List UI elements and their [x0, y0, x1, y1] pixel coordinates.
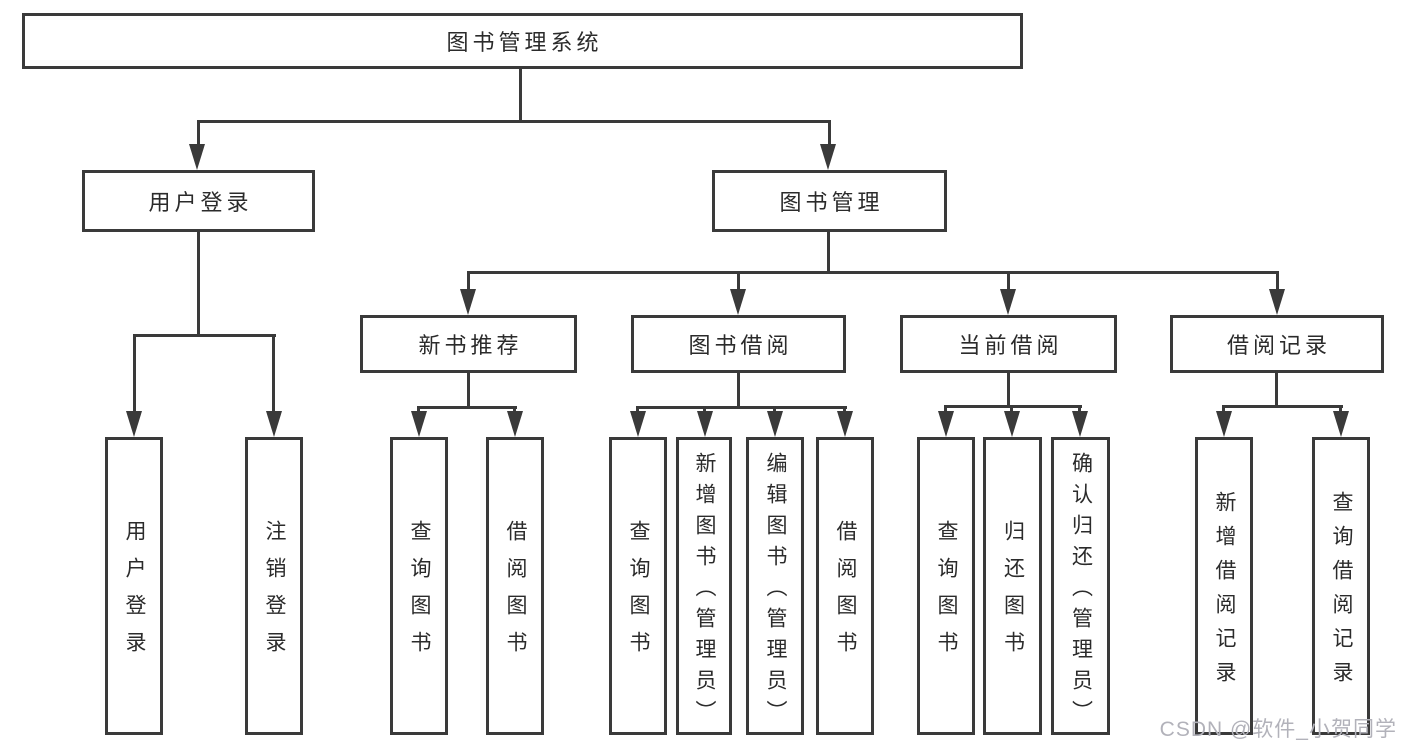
leaf-borrow-books-borrow-label: 借阅图书 — [834, 520, 857, 668]
edge-mgmt-drop-3 — [1007, 271, 1010, 291]
leaf-user-login: 用户登录 — [105, 437, 163, 735]
edge-root-stub — [519, 69, 522, 122]
node-borrow-records: 借阅记录 — [1170, 315, 1384, 373]
node-current-borrow: 当前借阅 — [900, 315, 1117, 373]
edge-current-drop-3 — [1078, 405, 1081, 413]
edge-current-drop-2 — [1010, 405, 1013, 413]
leaf-query-books-current-label: 查询图书 — [935, 520, 958, 668]
node-current-borrow-label: 当前借阅 — [958, 333, 1063, 358]
edge-borrow-rail — [636, 406, 847, 409]
arrowhead-borrow-leaf-3 — [767, 411, 783, 437]
leaf-query-books-borrow-label: 查询图书 — [627, 520, 650, 668]
arrowhead-current-leaf-3 — [1072, 411, 1088, 437]
edge-mgmt-stub — [827, 232, 830, 273]
edge-login-stub — [197, 232, 200, 336]
node-book-borrow: 图书借阅 — [631, 315, 846, 373]
leaf-query-borrow-record: 查询借阅记录 — [1312, 437, 1370, 735]
arrowhead-records-leaf-1 — [1216, 411, 1232, 437]
edge-mgmt-rail — [467, 271, 1279, 274]
edge-root-rail — [197, 120, 831, 123]
leaf-return-book: 归还图书 — [983, 437, 1042, 735]
arrowhead-borrow-leaf-4 — [837, 411, 853, 437]
edge-mgmt-drop-2 — [737, 271, 740, 291]
edge-current-stub — [1007, 373, 1010, 407]
edge-borrow-stub — [737, 373, 740, 408]
arrowhead-to-leaf-logout — [266, 411, 282, 437]
arrowhead-to-current-borrow — [1000, 289, 1016, 315]
edge-current-drop-1 — [944, 405, 947, 413]
arrowhead-borrow-leaf-1 — [630, 411, 646, 437]
edge-newbook-rail — [417, 406, 517, 409]
leaf-user-login-label: 用户登录 — [123, 520, 146, 668]
arrowhead-to-new-book — [460, 289, 476, 315]
node-book-management-label: 图书管理 — [779, 190, 884, 215]
csdn-watermark: CSDN @软件_小贺同学 — [1159, 718, 1397, 741]
edge-borrow-drop-2 — [703, 406, 706, 413]
node-user-login: 用户登录 — [82, 170, 315, 232]
edge-records-drop-2 — [1339, 405, 1342, 413]
leaf-confirm-return-admin: 确认归还（管理员） — [1051, 437, 1110, 735]
edge-mgmt-drop-4 — [1276, 271, 1279, 291]
node-book-borrow-label: 图书借阅 — [688, 333, 793, 358]
leaf-confirm-return-admin-label: 确认归还（管理员） — [1069, 451, 1093, 731]
arrowhead-borrow-leaf-2 — [697, 411, 713, 437]
leaf-return-book-label: 归还图书 — [1001, 520, 1025, 668]
edge-login-drop-1 — [133, 334, 136, 411]
edge-newbook-drop-2 — [513, 406, 516, 413]
edge-borrow-drop-3 — [773, 406, 776, 413]
leaf-borrow-books-borrow: 借阅图书 — [816, 437, 874, 735]
edge-current-rail — [944, 405, 1082, 408]
leaf-query-books-current: 查询图书 — [917, 437, 975, 735]
leaf-logout-label: 注销登录 — [263, 520, 286, 668]
edge-mgmt-drop-1 — [467, 271, 470, 291]
edge-root-drop-login — [197, 120, 200, 148]
arrowhead-to-borrow-records — [1269, 289, 1285, 315]
arrowhead-current-leaf-1 — [938, 411, 954, 437]
edge-root-drop-mgmt — [828, 120, 831, 148]
leaf-edit-book-admin: 编辑图书（管理员） — [746, 437, 804, 735]
node-root-label: 图书管理系统 — [446, 30, 603, 55]
node-new-book-recommend-label: 新书推荐 — [418, 333, 523, 358]
arrowhead-to-book-mgmt — [820, 144, 836, 170]
leaf-add-book-admin: 新增图书（管理员） — [676, 437, 732, 735]
arrowhead-newbook-leaf-1 — [411, 411, 427, 437]
edge-newbook-drop-1 — [417, 406, 420, 413]
node-borrow-records-label: 借阅记录 — [1226, 333, 1331, 358]
node-root: 图书管理系统 — [22, 13, 1023, 69]
leaf-borrow-books-newbook: 借阅图书 — [486, 437, 544, 735]
leaf-logout: 注销登录 — [245, 437, 303, 735]
arrowhead-records-leaf-2 — [1333, 411, 1349, 437]
edge-records-stub — [1275, 373, 1278, 407]
leaf-add-borrow-record: 新增借阅记录 — [1195, 437, 1253, 735]
leaf-add-borrow-record-label: 新增借阅记录 — [1213, 490, 1236, 695]
edge-login-rail — [133, 334, 276, 337]
leaf-edit-book-admin-label: 编辑图书（管理员） — [764, 451, 787, 731]
leaf-query-books-newbook: 查询图书 — [390, 437, 448, 735]
leaf-add-book-admin-label: 新增图书（管理员） — [693, 451, 716, 731]
edge-login-drop-2 — [272, 334, 275, 411]
arrowhead-to-user-login — [189, 144, 205, 170]
edge-newbook-stub — [467, 373, 470, 408]
leaf-query-books-borrow: 查询图书 — [609, 437, 667, 735]
node-new-book-recommend: 新书推荐 — [360, 315, 577, 373]
leaf-query-books-newbook-label: 查询图书 — [408, 520, 431, 668]
arrowhead-current-leaf-2 — [1004, 411, 1020, 437]
edge-records-rail — [1222, 405, 1343, 408]
leaf-query-borrow-record-label: 查询借阅记录 — [1330, 490, 1353, 695]
leaf-borrow-books-newbook-label: 借阅图书 — [504, 520, 527, 668]
node-user-login-label: 用户登录 — [148, 190, 253, 215]
edge-borrow-drop-1 — [636, 406, 639, 413]
arrowhead-to-book-borrow — [730, 289, 746, 315]
node-book-management: 图书管理 — [712, 170, 947, 232]
arrowhead-to-leaf-login — [126, 411, 142, 437]
arrowhead-newbook-leaf-2 — [507, 411, 523, 437]
edge-records-drop-1 — [1222, 405, 1225, 413]
edge-borrow-drop-4 — [843, 406, 846, 413]
